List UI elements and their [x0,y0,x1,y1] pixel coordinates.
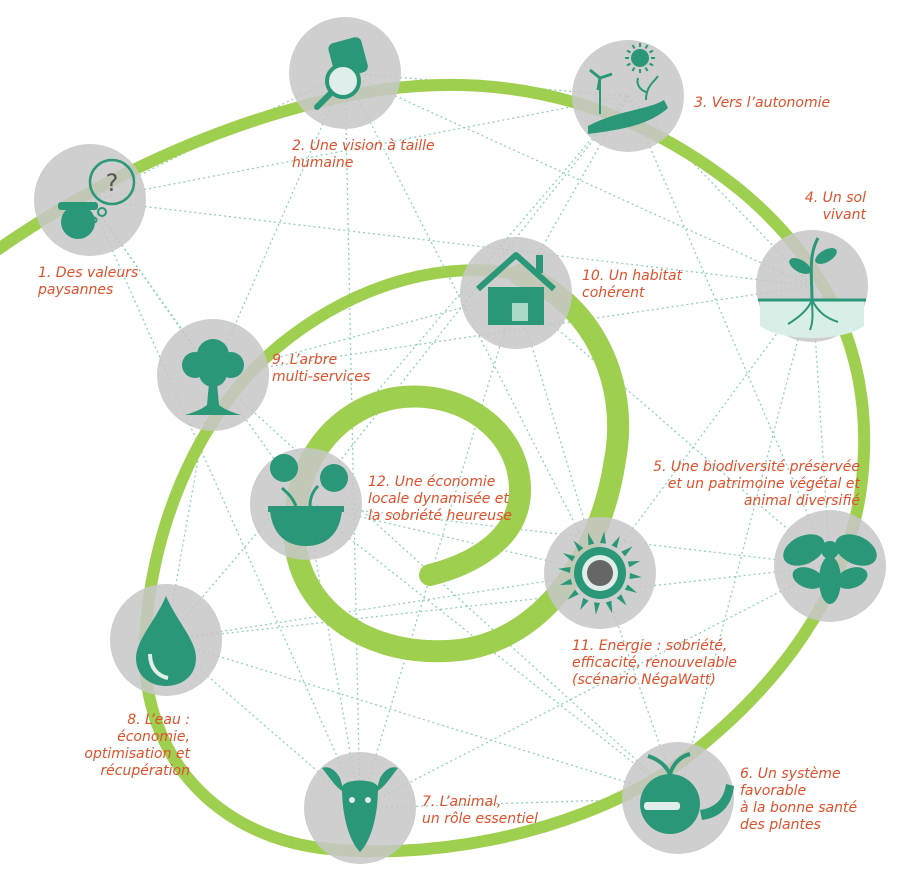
dotted-link [165,95,629,641]
basket-people-icon [268,454,348,546]
label-node-2: 2. Une vision à taille humaine [292,138,435,172]
node-5 [774,510,886,622]
dotted-link [627,95,831,567]
label-line: 3. Vers l’autonomie [694,95,831,111]
label-line: humaine [292,155,354,171]
label-line: 4. Un sol [804,190,866,206]
dotted-link [165,572,601,641]
node-6 [622,742,734,854]
label-line: économie, [117,729,190,745]
label-node-3: 3. Vers l’autonomie [694,95,830,112]
dotted-link [344,72,813,287]
label-node-12: 12. Une économie locale dynamisée et la … [368,474,512,525]
dotted-link [89,199,813,287]
label-line: paysannes [38,282,114,298]
dotted-link [212,285,813,376]
label-line: 7. L’animal, [422,794,502,810]
dotted-link [89,199,361,809]
hands-sun-wind-icon [588,43,668,134]
dotted-link [305,95,629,505]
label-line: 5. Une biodiversité préservée [653,459,860,475]
label-node-10: 10. Un habitat cohérent [582,268,682,302]
label-node-9: 9. L’arbre multi-services [272,352,370,386]
label-line: à la bonne santé [740,800,858,816]
magnifier-person-icon [314,37,368,110]
label-line: vivant [822,207,866,223]
label-line: un rôle essentiel [422,811,539,827]
dotted-link [165,639,679,799]
node-11 [544,517,656,629]
goat-icon [322,767,398,852]
nodes-layer: ? [34,17,886,864]
label-node-11: 11. Energie : sobriété, efficacité, reno… [572,638,737,689]
sun-energy-icon [558,531,642,615]
node-1: ? [34,144,146,256]
dotted-link [515,292,831,567]
label-line: 10. Un habitat [582,268,683,284]
label-line: favorable [740,783,807,799]
strong-turnip-icon [640,752,734,834]
dotted-link [165,565,831,641]
node-circle [34,144,146,256]
bee-icon [783,534,877,604]
dotted-link [89,95,629,201]
label-line: 9. L’arbre [272,352,338,368]
label-line: multi-services [272,369,371,385]
node-12 [250,448,362,560]
soil-plant-icon [758,237,866,338]
label-line: animal diversifié [743,493,860,509]
node-circle [572,40,684,152]
label-line: la sobriété heureuse [368,508,512,524]
label-line: optimisation et [84,746,190,762]
label-node-4: 4. Un sol vivant [805,190,866,224]
water-drop-icon [136,596,196,686]
node-4 [756,230,868,342]
label-line: 12. Une économie [368,474,496,490]
label-line: (scénario NégaWatt) [572,672,716,688]
dotted-link [305,503,679,799]
label-line: efficacité, renouvelable [572,655,737,671]
label-line: 6. Un système [740,766,841,782]
label-line: 2. Une vision à taille [292,138,435,154]
label-node-6: 6. Un système favorable à la bonne santé… [740,766,857,834]
label-line: des plantes [740,817,821,833]
node-8 [110,584,222,696]
label-line: 11. Energie : sobriété, [572,638,728,654]
farmer-question-icon: ? [58,158,136,239]
tree-icon [182,339,244,415]
node-7 [304,752,416,864]
label-node-1: 1. Des valeurs paysannes [38,265,138,299]
label-node-7: 7. L’animal, un rôle essentiel [422,794,538,828]
dotted-link [515,292,601,574]
label-line: récupération [100,763,190,779]
node-9 [157,319,269,431]
label-line: et un patrimoine végétal et [667,476,860,492]
node-3 [572,40,684,152]
label-node-8: 8. L’eau : économie, optimisation et réc… [84,712,190,780]
label-line: 1. Des valeurs [38,265,139,281]
label-node-5: 5. Une biodiversité préservée et un patr… [653,459,860,510]
node-10 [460,237,572,349]
node-2 [289,17,401,129]
house-icon [475,252,557,325]
dotted-link [359,565,831,809]
dotted-link [677,285,813,799]
label-line: locale dynamisée et [368,491,509,507]
svg-text:?: ? [106,169,119,197]
spiral-inner-arm [283,264,630,663]
label-line: 8. L’eau : [127,712,190,728]
label-line: cohérent [582,285,645,301]
